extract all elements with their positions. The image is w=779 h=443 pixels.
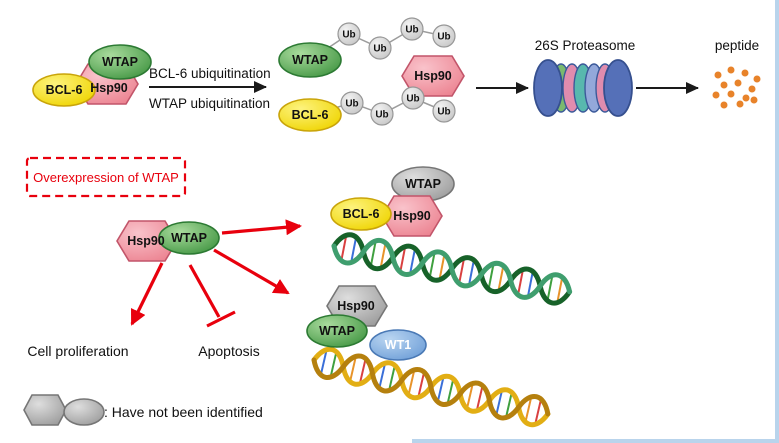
overexpression-box: [25, 156, 187, 198]
wt1-ellipse: [369, 329, 427, 361]
slide-edge-right: [775, 0, 779, 443]
ub-label: Ub: [345, 99, 358, 110]
proteasome-cap-right: [603, 59, 633, 117]
legend-caption: : Have not been identified: [104, 404, 263, 420]
peptide-label: peptide: [715, 38, 759, 53]
ub-circle: [368, 36, 392, 60]
complex-on-bcl6-dna: WTAP Hsp90 BCL-6: [330, 166, 455, 237]
bcl6-label: BCL-6: [343, 207, 380, 221]
bcl6-ub-chain: BCL-6 Ub Ub Ub Ub: [278, 86, 456, 132]
dna-strand: [331, 238, 573, 300]
wtap-label: WTAP: [319, 324, 355, 338]
bcl6-ellipse: [32, 73, 96, 107]
dna-helix-gold: [311, 346, 551, 428]
apoptosis-label: Apoptosis: [198, 343, 259, 359]
wtap-label: WTAP: [292, 53, 328, 67]
bcl6-label: BCL-6: [46, 83, 83, 97]
hsp90-hexagon: [401, 55, 465, 97]
arrow-to-bcl6-dna: [221, 219, 302, 236]
ub-circle: [432, 99, 456, 123]
hsp90-label: Hsp90: [414, 69, 452, 83]
complex-wtap-hsp90-bcl6: WTAP Hsp90 BCL-6: [32, 44, 152, 107]
inhibition-bar: [206, 310, 236, 328]
ub-circle: [337, 22, 361, 46]
dna-helix-green: [331, 232, 573, 306]
ub-label: Ub: [373, 44, 386, 55]
arrow-to-proliferation: [130, 262, 164, 326]
ub-circle: [401, 86, 425, 110]
ubiquitination-label-1: BCL-6 ubiquitination: [149, 66, 271, 81]
ub-label: Ub: [375, 110, 388, 121]
wtap-ellipse: [158, 221, 220, 255]
ub-label: Ub: [405, 25, 418, 36]
wtap-ellipse: [88, 44, 152, 80]
ub-circle: [400, 17, 424, 41]
ubiquitination-step: BCL-6 ubiquitination WTAP ubiquitination: [149, 66, 271, 111]
overexpression-label: Overexpression of WTAP: [33, 170, 179, 185]
wtap-label: WTAP: [171, 231, 207, 245]
base-pairs: [320, 350, 542, 424]
peptide-dots: [712, 66, 761, 109]
proteasome-label: 26S Proteasome: [535, 38, 636, 53]
ub-circle: [370, 102, 394, 126]
dna-strand: [311, 353, 551, 421]
wtap-ub-chain: WTAP Ub Ub Ub Ub: [278, 17, 456, 78]
wtap-ellipse: [306, 314, 368, 348]
free-hsp90: Hsp90: [401, 55, 465, 97]
inhibition-to-apoptosis: [188, 264, 236, 328]
base-pairs: [340, 235, 564, 302]
bcl6-label: BCL-6: [292, 108, 329, 122]
hsp90-label: Hsp90: [393, 209, 431, 223]
proteasome-icon: [533, 59, 633, 117]
ub-circle: [432, 24, 456, 48]
wtap-ellipse: [278, 42, 342, 78]
legend-ellipse: [63, 398, 105, 426]
ub-label: Ub: [437, 32, 450, 43]
arrow-to-wt1-dna: [213, 248, 290, 295]
hsp90-label: Hsp90: [337, 299, 375, 313]
ub-label: Ub: [437, 107, 450, 118]
complex-hsp90-wtap: Hsp90 WTAP: [116, 220, 220, 262]
ub-label: Ub: [342, 30, 355, 41]
proteasome-cap-left: [533, 59, 563, 117]
bcl6-ellipse: [278, 98, 342, 132]
inhibition-line: [188, 264, 221, 318]
complex-on-wt1-dna: Hsp90 WTAP WT1: [306, 285, 427, 361]
proliferation-label: Cell proliferation: [27, 343, 128, 359]
legend: : Have not been identified: [23, 394, 263, 426]
legend-hexagon: [23, 394, 67, 426]
ub-label: Ub: [406, 94, 419, 105]
slide-edge-bottom: [412, 439, 779, 443]
wtap-label: WTAP: [405, 177, 441, 191]
hsp90-label: Hsp90: [127, 234, 165, 248]
ubiquitination-label-2: WTAP ubiquitination: [149, 96, 270, 111]
hsp90-label: Hsp90: [90, 81, 128, 95]
wt1-label: WT1: [385, 338, 411, 352]
bcl6-ellipse: [330, 197, 392, 231]
wtap-label: WTAP: [102, 55, 138, 69]
ub-circle: [340, 91, 364, 115]
